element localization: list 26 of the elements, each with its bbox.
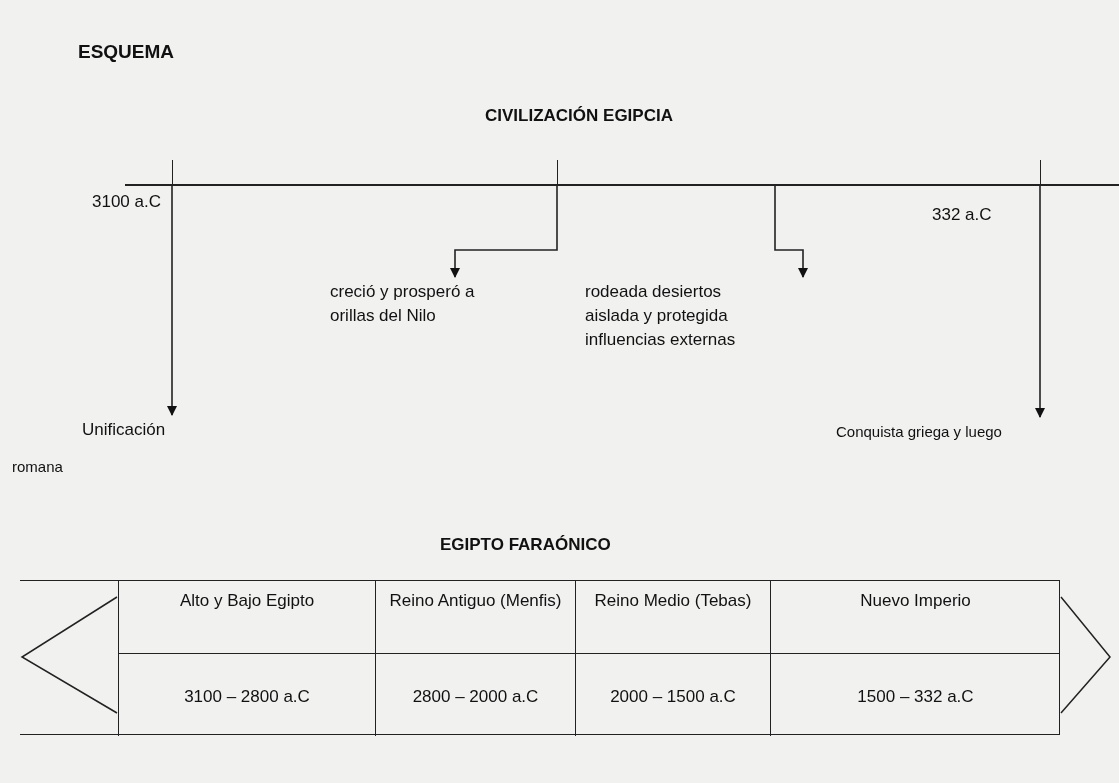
label-text: romana <box>12 457 63 477</box>
arrow <box>1035 185 1045 418</box>
label-text: 332 a.C <box>932 204 992 226</box>
arrow <box>774 185 808 278</box>
period-cell <box>770 581 1060 736</box>
note-text: rodeada desiertos aislada y protegida influencias externas <box>585 280 760 352</box>
period-name: Alto y Bajo Egipto <box>178 590 316 612</box>
period-cell <box>375 581 575 736</box>
period-cell <box>118 581 375 736</box>
period-dates: 2800 – 2000 a.C <box>411 686 540 708</box>
period-dates: 2000 – 1500 a.C <box>609 686 737 708</box>
note-text: Unificación <box>82 418 232 442</box>
period-name: Reino Antiguo (Menfis) <box>388 590 563 612</box>
arrow <box>450 185 558 278</box>
label-text: 3100 a.C <box>92 191 161 213</box>
note-text: Conquista griega y luego <box>836 420 1106 444</box>
period-name: Nuevo Imperio <box>859 590 972 612</box>
arrow <box>167 185 177 416</box>
timeline-heading: CIVILIZACIÓN EGIPCIA <box>485 105 673 127</box>
band-heading: EGIPTO FARAÓNICO <box>440 534 611 556</box>
period-dates: 3100 – 2800 a.C <box>183 686 311 708</box>
title: ESQUEMA <box>78 40 175 64</box>
period-cell <box>575 581 770 736</box>
period-name: Reino Medio (Tebas) <box>593 590 753 612</box>
period-dates: 1500 – 332 a.C <box>856 686 975 708</box>
note-text: creció y prosperó a orillas del Nilo <box>330 280 500 328</box>
